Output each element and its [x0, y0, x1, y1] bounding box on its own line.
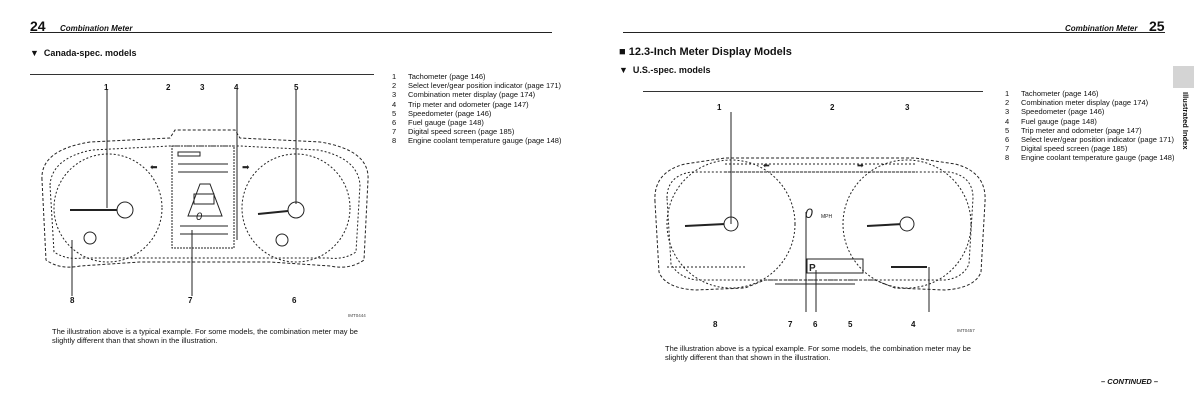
display-unit: MPH — [821, 214, 833, 220]
us-meter-illustration: 0 MPH P ⬅ ➡ — [654, 112, 986, 312]
figure-top-rule — [643, 91, 983, 92]
callout-3: 3 — [905, 103, 910, 112]
header-rule — [623, 32, 1165, 33]
callout-7: 7 — [188, 296, 193, 305]
right-page: Combination Meter 25 ■ 12.3-Inch Meter D… — [597, 0, 1194, 400]
callout-4: 4 — [911, 320, 916, 329]
index-tab[interactable] — [1173, 66, 1194, 88]
figure-caption: The illustration above is a typical exam… — [52, 327, 358, 345]
callout-5: 5 — [848, 320, 853, 329]
callout-7: 7 — [788, 320, 793, 329]
page-number: 24 — [30, 18, 46, 34]
callout-2: 2 — [166, 83, 171, 92]
display-speed: 0 — [196, 211, 203, 223]
section-title: Combination Meter — [1065, 24, 1138, 33]
gear-indicator: P — [809, 263, 816, 274]
display-speed: 0 — [805, 205, 813, 221]
index-tab-label: Illustrated Index — [1181, 92, 1190, 150]
callout-5: 5 — [294, 83, 299, 92]
canada-meter-illustration: 0 ⬅ ➡ — [41, 90, 369, 296]
callout-8: 8 — [70, 296, 75, 305]
section-title: Combination Meter — [60, 24, 133, 33]
figure-top-rule — [30, 74, 374, 75]
figure-caption: The illustration above is a typical exam… — [665, 344, 971, 362]
callout-6: 6 — [292, 296, 297, 305]
svg-text:⬅: ⬅ — [763, 161, 770, 170]
svg-text:⬅: ⬅ — [150, 162, 158, 172]
subheading: ▼ Canada-spec. models — [30, 48, 137, 58]
figure-id: IMT0457 — [957, 328, 975, 333]
section-heading: ■ 12.3-Inch Meter Display Models — [619, 46, 792, 58]
callout-2: 2 — [830, 103, 835, 112]
page-number: 25 — [1149, 18, 1165, 34]
callout-1: 1 — [717, 103, 722, 112]
continued-label: – CONTINUED – — [1101, 377, 1159, 386]
svg-text:➡: ➡ — [242, 162, 250, 172]
figure-id: IMT0444 — [348, 313, 366, 318]
header-rule — [30, 32, 552, 33]
callout-4: 4 — [234, 83, 239, 92]
callout-3: 3 — [200, 83, 205, 92]
left-page: 24 Combination Meter ▼ Canada-spec. mode… — [30, 18, 572, 345]
callout-8: 8 — [713, 320, 718, 329]
svg-text:➡: ➡ — [857, 161, 864, 170]
callout-1: 1 — [104, 83, 109, 92]
subheading: ▼ U.S.-spec. models — [619, 65, 711, 75]
callout-6: 6 — [813, 320, 818, 329]
